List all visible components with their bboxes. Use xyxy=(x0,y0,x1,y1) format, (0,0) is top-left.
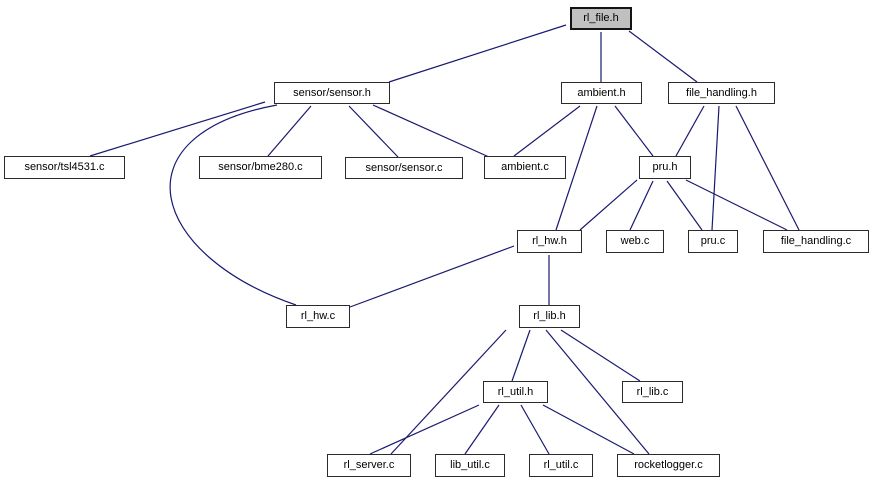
edge-pru_c-to-file_handling_h xyxy=(711,105,720,231)
node-label-ambient_h: ambient.h xyxy=(577,86,626,99)
node-label-pru_c: pru.c xyxy=(700,235,726,247)
node-label-rl_hw_c: rl_hw.c xyxy=(300,310,336,322)
node-file_handling_h[interactable]: file_handling.h xyxy=(668,82,775,104)
node-label-file_handling_h: file_handling.h xyxy=(686,86,757,99)
edge-sensor_bme280_c-to-sensor_sensor_h xyxy=(267,105,312,157)
node-rl_util_c[interactable]: rl_util.c xyxy=(529,454,593,477)
node-pru_h[interactable]: pru.h xyxy=(639,156,691,179)
node-sensor_tsl4531_c[interactable]: sensor/tsl4531.c xyxy=(4,156,125,179)
node-file_handling_c[interactable]: file_handling.c xyxy=(763,230,869,253)
node-rl_hw_c[interactable]: rl_hw.c xyxy=(286,305,350,328)
node-pru_c[interactable]: pru.c xyxy=(688,230,738,253)
node-sensor_sensor_c[interactable]: sensor/sensor.c xyxy=(345,157,463,179)
edge-rl_hw_h-to-ambient_h xyxy=(555,105,598,231)
node-rl_server_c[interactable]: rl_server.c xyxy=(327,454,411,477)
edge-rl_hw_c-to-sensor_sensor_h xyxy=(169,104,297,306)
node-label-rl_server_c: rl_server.c xyxy=(343,459,395,471)
node-label-pru_h: pru.h xyxy=(652,161,678,173)
edge-lib_util_c-to-rl_util_h xyxy=(464,404,500,455)
edge-rl_hw_h-to-pru_h xyxy=(579,179,638,231)
node-sensor_sensor_h[interactable]: sensor/sensor.h xyxy=(274,82,390,104)
edge-rocketlogger_c-to-rl_lib_h xyxy=(545,329,650,455)
node-label-ambient_c: ambient.c xyxy=(501,161,549,173)
node-rl_lib_c[interactable]: rl_lib.c xyxy=(622,381,683,403)
edge-pru_h-to-file_handling_h xyxy=(675,105,705,157)
node-ambient_h[interactable]: ambient.h xyxy=(561,82,642,104)
node-rl_file_h[interactable]: rl_file.h xyxy=(570,7,632,30)
node-label-rocketlogger_c: rocketlogger.c xyxy=(634,459,703,471)
edge-file_handling_h-to-rl_file_h xyxy=(628,30,698,83)
edge-rl_lib_c-to-rl_lib_h xyxy=(560,329,641,382)
node-label-web_c: web.c xyxy=(620,235,650,247)
node-web_c[interactable]: web.c xyxy=(606,230,664,253)
node-lib_util_c[interactable]: lib_util.c xyxy=(435,454,505,477)
node-label-rl_file_h: rl_file.h xyxy=(583,12,619,24)
node-label-rl_util_h: rl_util.h xyxy=(497,385,534,398)
node-rl_hw_h[interactable]: rl_hw.h xyxy=(517,230,582,253)
node-label-rl_util_c: rl_util.c xyxy=(543,459,579,471)
edge-ambient_c-to-sensor_sensor_h xyxy=(372,104,490,158)
edge-file_handling_c-to-pru_h xyxy=(685,179,788,231)
edge-rl_util_h-to-rl_lib_h xyxy=(511,329,531,382)
edge-sensor_tsl4531_c-to-sensor_sensor_h xyxy=(89,101,266,157)
edge-sensor_sensor_c-to-sensor_sensor_h xyxy=(348,105,399,158)
node-label-lib_util_c: lib_util.c xyxy=(450,459,490,471)
node-sensor_bme280_c[interactable]: sensor/bme280.c xyxy=(199,156,322,179)
edge-rocketlogger_c-to-rl_util_h xyxy=(542,404,635,455)
node-rl_lib_h[interactable]: rl_lib.h xyxy=(519,305,580,328)
node-rl_util_h[interactable]: rl_util.h xyxy=(483,381,548,403)
node-label-rl_hw_h: rl_hw.h xyxy=(532,235,567,247)
node-label-rl_lib_c: rl_lib.c xyxy=(636,385,669,398)
node-label-sensor_bme280_c: sensor/bme280.c xyxy=(218,161,303,173)
edge-ambient_c-to-ambient_h xyxy=(513,105,581,157)
node-label-sensor_sensor_h: sensor/sensor.h xyxy=(293,86,371,99)
edge-file_handling_c-to-file_handling_h xyxy=(735,105,800,231)
edge-web_c-to-pru_h xyxy=(629,180,654,231)
node-rocketlogger_c[interactable]: rocketlogger.c xyxy=(617,454,720,477)
edge-rl_hw_c-to-rl_hw_h xyxy=(349,245,515,308)
node-ambient_c[interactable]: ambient.c xyxy=(484,156,566,179)
edge-rl_util_c-to-rl_util_h xyxy=(520,404,550,455)
node-label-file_handling_c: file_handling.c xyxy=(780,235,852,247)
node-label-sensor_sensor_c: sensor/sensor.c xyxy=(365,161,443,174)
edge-rl_server_c-to-rl_util_h xyxy=(369,404,480,455)
node-label-rl_lib_h: rl_lib.h xyxy=(533,310,566,322)
edge-rl_server_c-to-rl_lib_h xyxy=(390,329,507,455)
node-label-sensor_tsl4531_c: sensor/tsl4531.c xyxy=(24,161,105,173)
edge-pru_h-to-ambient_h xyxy=(614,105,654,157)
edge-pru_c-to-pru_h xyxy=(666,180,703,231)
edge-sensor_sensor_h-to-rl_file_h xyxy=(388,24,567,83)
